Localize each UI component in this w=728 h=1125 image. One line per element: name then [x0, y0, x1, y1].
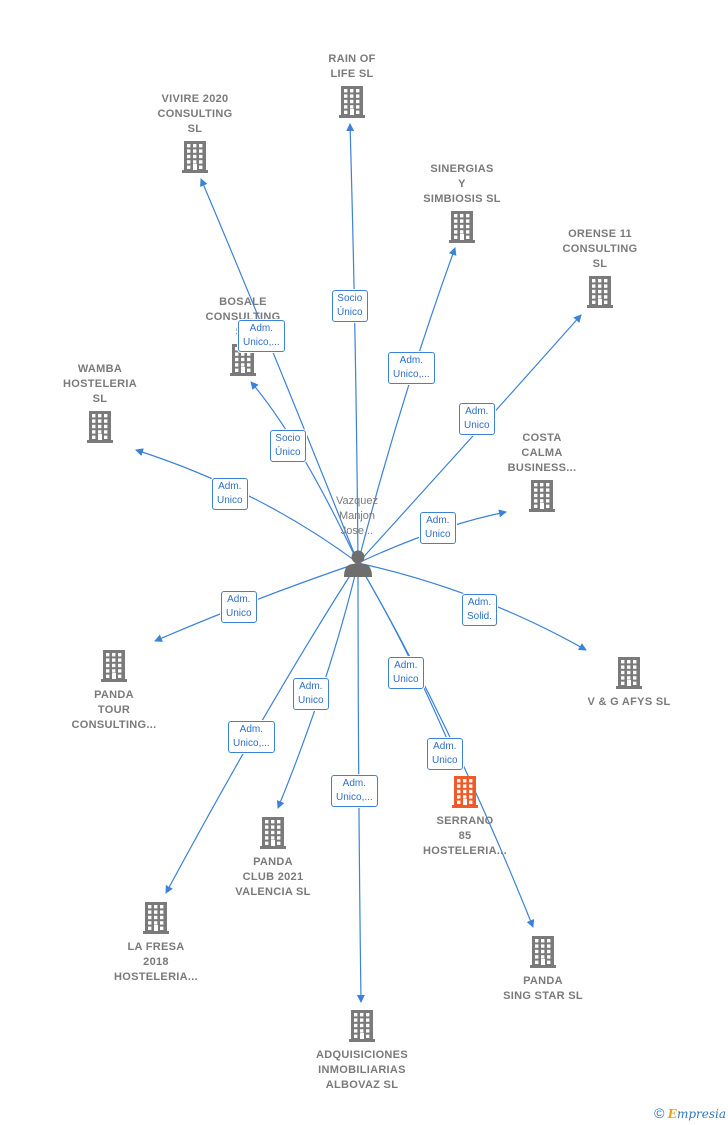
company-node-la_fresa[interactable]: LA FRESA 2018 HOSTELERIA...	[114, 940, 198, 985]
edge-label-serrano: Adm. Unico	[388, 657, 424, 689]
person-icon[interactable]	[344, 550, 372, 578]
company-label: LA FRESA 2018 HOSTELERIA...	[114, 941, 198, 983]
edge-label-wamba: Adm. Unico	[212, 478, 248, 510]
company-label: PANDA CLUB 2021 VALENCIA SL	[235, 856, 311, 898]
company-label: SERRANO 85 HOSTELERIA...	[423, 815, 507, 857]
building-icon-costa[interactable]	[529, 480, 555, 512]
edge-label-vivire: Adm. Unico,...	[238, 320, 285, 352]
edge-label-panda_sing: Adm. Unico	[427, 738, 463, 770]
brand-logo[interactable]: Empresia	[667, 1107, 726, 1121]
company-label: PANDA SING STAR SL	[503, 975, 583, 1002]
edge-la_fresa	[165, 562, 359, 894]
edge-label-la_fresa: Adm. Unico,...	[228, 721, 275, 753]
company-node-panda_club[interactable]: PANDA CLUB 2021 VALENCIA SL	[235, 855, 310, 900]
building-icon-serrano[interactable]	[452, 776, 478, 808]
edge-sinergias	[357, 247, 457, 564]
edge-label-rain: Socio Único	[332, 290, 368, 322]
building-icon-wamba[interactable]	[87, 411, 113, 443]
edge-label-vg: Adm. Solid.	[462, 594, 498, 626]
building-icon-panda_tour[interactable]	[101, 650, 127, 682]
building-icon-sinergias[interactable]	[449, 211, 475, 243]
edge-label-panda_tour: Adm. Unico	[221, 591, 257, 623]
company-node-vivire[interactable]: VIVIRE 2020 CONSULTING SL	[158, 92, 233, 137]
copyright-symbol: ©	[654, 1105, 665, 1121]
building-icon-adquis[interactable]	[349, 1010, 375, 1042]
edges-layer	[135, 123, 587, 1003]
company-node-wamba[interactable]: WAMBA HOSTELERIA SL	[63, 362, 137, 407]
building-icon-rain[interactable]	[339, 86, 365, 118]
company-label: COSTA CALMA BUSINESS...	[507, 432, 577, 474]
company-node-adquis[interactable]: ADQUISICIONES INMOBILIARIAS ALBOVAZ SL	[316, 1048, 408, 1093]
building-icon-panda_club[interactable]	[260, 817, 286, 849]
company-label: VIVIRE 2020 CONSULTING SL	[157, 93, 233, 135]
edge-label-adquis: Adm. Unico,...	[331, 775, 378, 807]
footer-brand: © Empresia	[654, 1105, 726, 1121]
building-icon-vivire[interactable]	[182, 141, 208, 173]
edge-panda_sing	[357, 562, 535, 928]
company-label: PANDA TOUR CONSULTING...	[71, 689, 157, 731]
edge-label-bosale: Socio Único	[270, 430, 306, 462]
company-label: ADQUISICIONES INMOBILIARIAS ALBOVAZ SL	[316, 1049, 408, 1091]
company-node-orense[interactable]: ORENSE 11 CONSULTING SL	[563, 227, 638, 272]
edge-wamba	[135, 448, 359, 564]
company-label: V & G AFYS SL	[587, 696, 671, 708]
company-label: SINERGIAS Y SIMBIOSIS SL	[423, 163, 501, 205]
center-person-name[interactable]: Vazquez Manjon Jose...	[336, 495, 378, 537]
company-node-sinergias[interactable]: SINERGIAS Y SIMBIOSIS SL	[423, 162, 501, 207]
company-node-serrano[interactable]: SERRANO 85 HOSTELERIA...	[423, 814, 507, 859]
building-icon-panda_sing[interactable]	[530, 936, 556, 968]
company-node-panda_tour[interactable]: PANDA TOUR CONSULTING...	[72, 688, 157, 733]
company-node-costa[interactable]: COSTA CALMA BUSINESS...	[508, 431, 577, 476]
company-node-rain[interactable]: RAIN OF LIFE SL	[328, 52, 375, 82]
edge-orense	[357, 314, 582, 564]
company-label: WAMBA HOSTELERIA SL	[63, 363, 137, 405]
company-node-vg[interactable]: V & G AFYS SL	[588, 695, 671, 710]
company-node-panda_sing[interactable]: PANDA SING STAR SL	[503, 974, 583, 1004]
edge-label-panda_club: Adm. Unico	[293, 678, 329, 710]
building-icon-orense[interactable]	[587, 276, 613, 308]
edge-rain	[346, 123, 359, 564]
building-icon-vg[interactable]	[616, 657, 642, 689]
company-label: ORENSE 11 CONSULTING SL	[562, 228, 638, 270]
edge-label-sinergias: Adm. Unico,...	[388, 352, 435, 384]
building-icon-la_fresa[interactable]	[143, 902, 169, 934]
icons-layer	[87, 86, 642, 1042]
edge-label-costa: Adm. Unico	[420, 512, 456, 544]
company-label: RAIN OF LIFE SL	[328, 53, 376, 80]
edge-label-orense: Adm. Unico	[459, 403, 495, 435]
